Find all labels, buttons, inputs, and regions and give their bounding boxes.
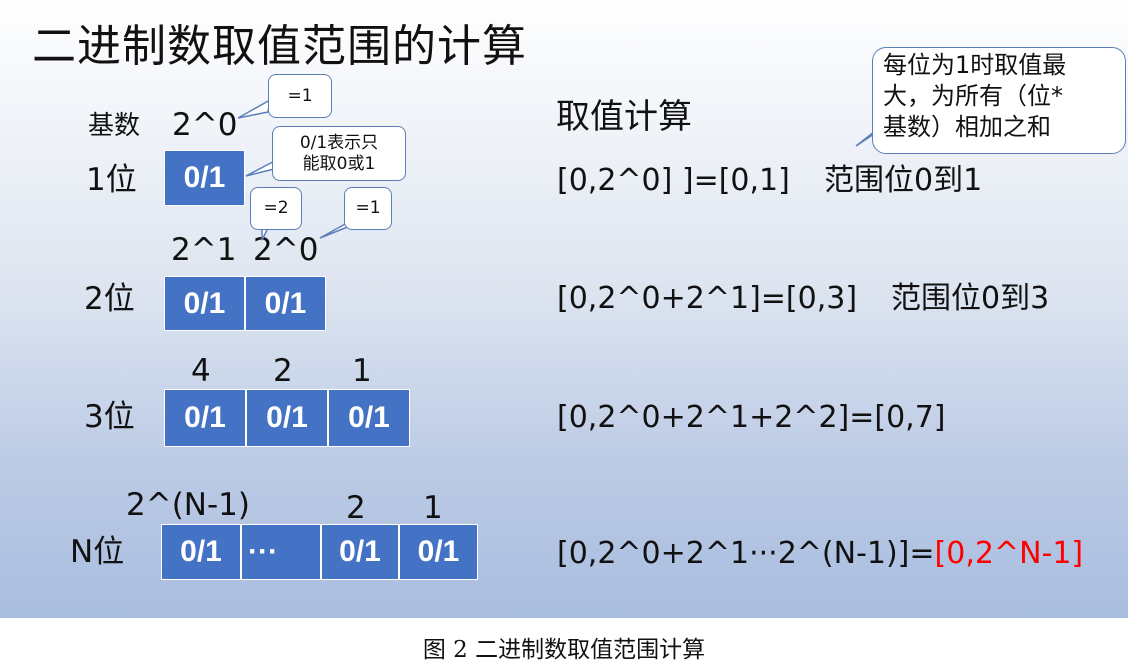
rowN-cell-3: 0/1: [399, 524, 478, 580]
figure-caption: 图 2 二进制数取值范围计算: [422, 637, 706, 663]
weight-row1-0: 2^0: [172, 107, 238, 143]
row2-cell-0: 0/1: [164, 276, 245, 331]
rowN-formula: [0,2^0+2^1···2^(N-1)]=[0,2^N-1]: [557, 535, 1083, 573]
callout-eq1-b: =1: [344, 187, 392, 230]
weight-row2-1: 2^0: [253, 232, 319, 268]
row1-label: 1位: [86, 162, 137, 198]
callout-eq2: =2: [250, 187, 302, 230]
rowN-formula-highlight: [0,2^N-1]: [934, 536, 1084, 571]
rowN-formula-prefix: [0,2^0+2^1···2^(N-1)]=: [557, 536, 935, 571]
rowN-label: N位: [70, 534, 125, 570]
row1-cell-0: 0/1: [164, 150, 245, 206]
row3-cell-1: 0/1: [246, 389, 328, 447]
base-label: 基数: [88, 111, 141, 141]
slide: 二进制数取值范围的计算 基数 2^0 取值计算 1位 0/1 [0,2^0] ]…: [0, 0, 1128, 618]
tail-eq1-a: [237, 98, 271, 119]
row2-label: 2位: [84, 281, 135, 317]
row2-range-note: 范围位0到3: [891, 281, 1050, 316]
row2-cell-1: 0/1: [245, 276, 326, 331]
row3-formula: [0,2^0+2^1+2^2]=[0,7]: [557, 400, 946, 435]
callout-eq1-a: =1: [268, 74, 332, 118]
calc-heading: 取值计算: [556, 97, 692, 137]
weight-rowN-0: 2^(N-1): [126, 487, 250, 523]
rowN-cell-2: 0/1: [321, 524, 399, 580]
weight-rowN-1: 2: [346, 490, 366, 526]
weight-row3-1: 2: [273, 353, 293, 389]
row3-cell-2: 0/1: [328, 389, 410, 447]
rowN-cell-0: 0/1: [161, 524, 241, 580]
weight-row3-2: 1: [352, 353, 372, 389]
page-title: 二进制数取值范围的计算: [32, 21, 527, 72]
rowN-cell-ellipsis: ···: [241, 524, 321, 580]
row3-label: 3位: [84, 399, 135, 435]
weight-rowN-2: 1: [423, 490, 443, 526]
row1-formula: [0,2^0] ]=[0,1]: [557, 163, 790, 198]
row2-formula: [0,2^0+2^1]=[0,3]: [557, 281, 858, 316]
row1-range-note: 范围位0到1: [824, 163, 983, 198]
callout-bit-desc: 0/1表示只 能取0或1: [272, 126, 406, 181]
callout-max-note: 每位为1时取值最 大，为所有（位* 基数）相加之和: [872, 47, 1126, 154]
weight-row2-0: 2^1: [171, 232, 237, 268]
row3-cell-0: 0/1: [164, 389, 246, 447]
weight-row3-0: 4: [191, 353, 211, 389]
